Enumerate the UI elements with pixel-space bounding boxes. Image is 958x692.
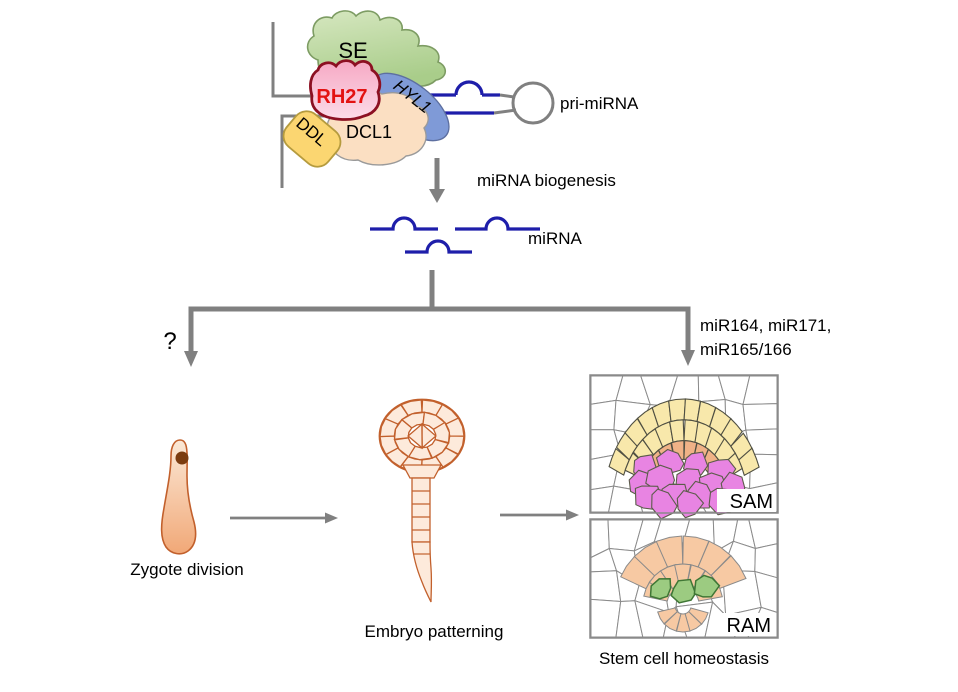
embryo-suspensor [411,477,431,543]
sam-box-frame [589,374,779,514]
se-label: SE [338,38,367,63]
cell [649,578,672,600]
protein-complex: SE RH27 HYL1 DCL1 DDL [282,10,450,168]
mirna-biogenesis-label: miRNA biogenesis [477,171,616,190]
cell [742,403,778,431]
pri-mirna-left-top-strand [271,22,311,98]
ram-label-mask [716,613,776,636]
ram-label: RAM [727,615,771,637]
pri-mirna-label: pri-miRNA [560,94,639,113]
cell [693,574,721,598]
mir-targets-line1: miR164, miR171, [700,316,831,335]
dcl1-label: DCL1 [346,122,392,142]
cell [651,488,678,520]
embryo-figure [378,398,466,603]
zygote-caption: Zygote division [130,560,243,579]
ram-box-frame [589,518,779,639]
arrow-head [325,512,338,524]
ram-quiescent-center-cells [649,574,721,604]
mirna-duplexes [370,216,540,254]
arrow-head [429,189,445,203]
embryo-caption: Embryo patterning [365,622,504,641]
pri-mirna-top-gray-link [499,93,515,99]
embryo-hypophysis [401,464,443,479]
branch-left-head [184,351,198,367]
mir-targets-line2: miR165/166 [700,340,792,359]
cell [432,421,451,444]
arrow-head [566,509,579,521]
zygote-figure [160,439,197,555]
stem-cell-caption: Stem cell homeostasis [599,649,769,668]
branch-arrows [184,270,695,367]
sam-outer-layer-cells [608,398,760,477]
rh27-label: RH27 [316,86,367,108]
cell [676,489,705,519]
question-mark-label: ? [163,328,176,355]
sam-box: SAM [589,374,779,520]
sam-label-mask [717,489,776,512]
pri-mirna-top-bulge [454,80,484,96]
sam-label: SAM [730,491,773,513]
cell [407,422,423,450]
pri-mirna-bottom-gray-link [493,108,517,115]
branch-right-head [681,350,695,366]
cell [590,399,617,431]
mirna-strand-3 [405,239,472,254]
pri-mirna-hairpin-loop [511,81,555,125]
mirna-strand-1 [370,216,438,231]
zygote-nucleus [175,451,189,465]
mirna-label: miRNA [528,229,582,248]
zygote-cell-shape [160,439,197,555]
mirna-strand-2 [455,216,540,231]
cell [590,570,622,603]
protein-ddl-shape [282,110,342,168]
embryo-suspensor-tail [411,541,433,603]
arrow-mirna-biogenesis [429,158,445,203]
arrow-embryo-to-meristems [500,509,579,521]
cell [657,607,678,625]
cell [668,398,687,423]
cell [670,578,697,604]
arrow-zygote-to-embryo [230,512,338,524]
protein-rh27-shape [309,59,382,121]
ram-box: RAM [589,518,779,639]
